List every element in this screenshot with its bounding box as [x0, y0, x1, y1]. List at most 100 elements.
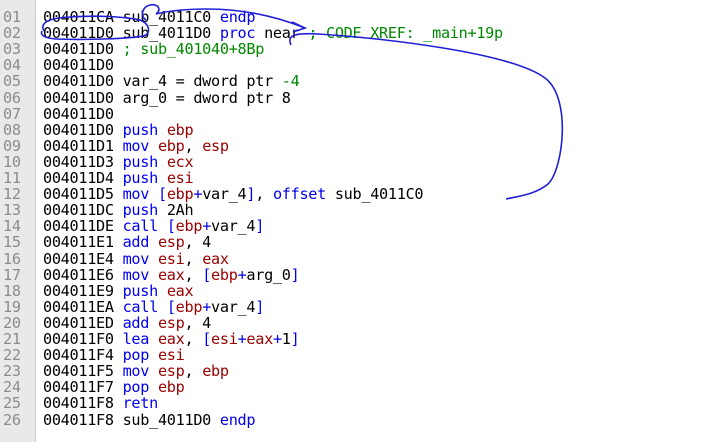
code-text: 004011CA sub_4011C0 endp [43, 9, 256, 25]
line-number: 08 [3, 120, 21, 139]
token-kw: call [113, 217, 167, 236]
token-reg: esp [157, 313, 185, 332]
code-text: 004011ED add esp, 4 [43, 315, 211, 331]
token-reg: esp [157, 362, 185, 381]
address: 004011D0 [43, 72, 114, 91]
token-id: , [184, 249, 203, 268]
token-kw: add [113, 313, 158, 332]
address: 004011F8 [43, 410, 114, 429]
address: 004011F5 [43, 362, 114, 381]
line-number: 16 [3, 249, 21, 268]
line-number: 03 [3, 40, 21, 59]
line-number-gutter [0, 0, 36, 442]
token-kw: proc [219, 24, 256, 43]
code-text: 004011E4 mov esi, eax [43, 251, 229, 267]
token-kw: ] [290, 265, 300, 284]
address: 004011F4 [43, 346, 114, 365]
token-kw: + [193, 185, 203, 204]
line-number: 05 [3, 72, 21, 91]
code-text: 004011E1 add esp, 4 [43, 234, 211, 250]
token-kw: + [202, 297, 212, 316]
token-kw: call [113, 297, 167, 316]
token-reg: esp [157, 233, 185, 252]
address: 004011D0 [43, 104, 114, 123]
address: 004011D3 [43, 152, 114, 171]
token-kw: ] [290, 330, 300, 348]
code-text: 004011D0 var_4 = dword ptr -4 [43, 72, 300, 91]
address: 004011D1 [43, 136, 114, 155]
address: 004011D5 [43, 185, 114, 204]
token-reg: ebp [166, 185, 194, 204]
code-text: 004011F7 pop ebp [43, 379, 185, 395]
token-id: 1 [281, 330, 291, 348]
token-kw: add [113, 233, 158, 252]
address: 004011E6 [43, 265, 114, 284]
token-id: arg_0 = dword ptr 8 [113, 88, 291, 107]
token-id: , [184, 265, 203, 284]
token-kw: mov [113, 185, 158, 204]
token-kw: [ [202, 265, 212, 284]
line-number: 10 [3, 152, 21, 171]
token-id: var_4 = dword ptr [113, 72, 282, 91]
token-reg: esi [166, 169, 194, 187]
token-id: var_4 [202, 185, 247, 204]
line-number: 21 [3, 330, 21, 348]
address: 004011DC [43, 201, 114, 220]
token-id: , [184, 330, 203, 348]
token-id: , [184, 136, 203, 155]
line-number: 07 [3, 104, 21, 123]
code-text: 004011F5 mov esp, ebp [43, 363, 229, 379]
token-kw: + [202, 217, 212, 236]
token-kw: push [113, 201, 167, 220]
token-reg: ebp [175, 217, 203, 236]
token-kw: push [113, 169, 167, 187]
token-kw: [ [166, 217, 176, 236]
token-kw: + [272, 330, 282, 348]
address: 004011ED [43, 313, 114, 332]
code-text: 004011D5 mov [ebp+var_4], offset sub_401… [43, 185, 424, 204]
token-reg: ecx [166, 152, 194, 171]
token-kw: pop [113, 378, 158, 397]
token-id: sub_4011D0 [113, 410, 220, 429]
line-number: 01 [3, 8, 21, 26]
token-reg: eax [246, 330, 273, 348]
address: 004011E1 [43, 233, 114, 252]
code-text: 004011DE call [ebp+var_4] [43, 218, 264, 234]
token-kw: + [237, 330, 247, 348]
token-kw: ] [255, 297, 265, 316]
token-reg: eax [202, 249, 229, 268]
line-number: 17 [3, 265, 21, 284]
address: 004011E9 [43, 281, 114, 300]
code-text: 004011E6 mov eax, [ebp+arg_0] [43, 265, 300, 284]
token-cm: ; sub_401040+8Bp [113, 40, 265, 59]
line-number: 14 [3, 217, 21, 236]
token-reg: ebp [211, 265, 238, 284]
token-id: , [184, 362, 203, 381]
token-reg: ebp [175, 297, 203, 316]
line-number: 18 [3, 281, 21, 300]
token-reg: esp [202, 136, 229, 155]
token-id: , 4 [184, 233, 212, 252]
code-text: 004011D0 [43, 106, 114, 122]
token-kw: ] [246, 185, 256, 204]
code-text: 004011D0 [43, 57, 114, 73]
token-id: arg_0 [246, 265, 291, 284]
token-reg: ebp [157, 378, 185, 397]
line-number: 12 [3, 185, 21, 204]
token-reg: ebp [202, 362, 229, 381]
code-text: 004011F8 sub_4011D0 endp [43, 410, 256, 429]
code-text: 004011D0 ; sub_401040+8Bp [43, 41, 264, 57]
proc-to-offset-arrow-annotation [289, 32, 564, 200]
token-kw: [ [157, 185, 167, 204]
address: 004011F0 [43, 330, 114, 348]
token-kw: lea [113, 330, 158, 348]
address: 004011EA [43, 297, 114, 316]
address: 004011D4 [43, 169, 114, 187]
token-kw: endp [219, 410, 256, 429]
token-reg: eax [157, 265, 185, 284]
code-text: 004011F0 lea eax, [esi+eax+1] [43, 330, 300, 348]
line-number: 26 [3, 410, 21, 429]
code-text: 004011DC push 2Ah [43, 201, 194, 220]
line-number: 22 [3, 346, 21, 365]
code-text: 004011D1 mov ebp, esp [43, 138, 229, 154]
